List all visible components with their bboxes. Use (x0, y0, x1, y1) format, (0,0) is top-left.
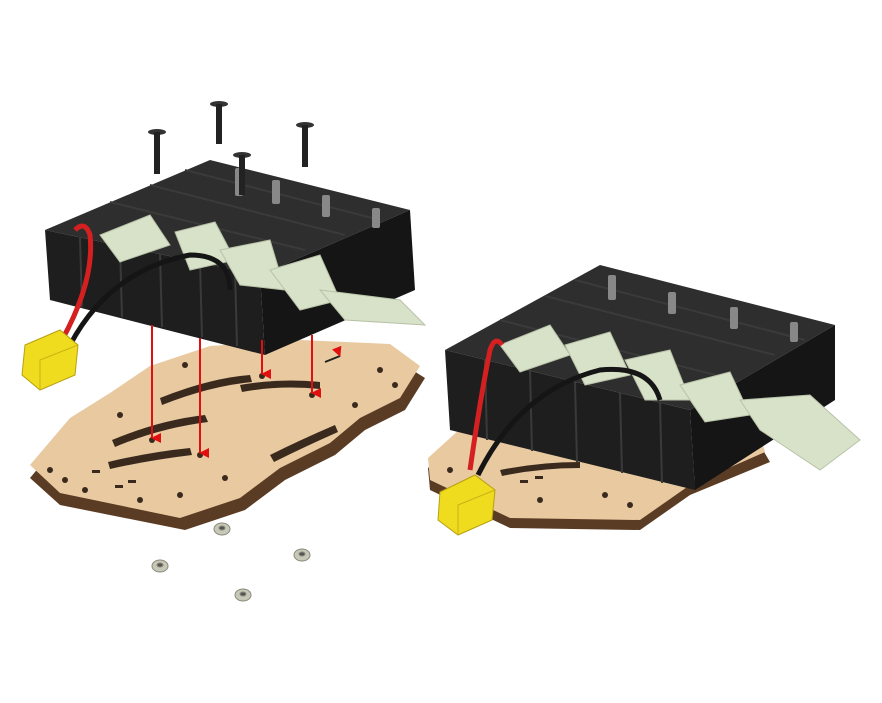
ribbon-strips (99, 214, 427, 326)
screw-icon (296, 122, 314, 167)
nut-icon (234, 588, 252, 602)
nuts (151, 522, 311, 602)
assembled-view (428, 265, 861, 536)
insertion-arrows (151, 325, 321, 458)
screw-icon (210, 101, 228, 144)
wooden-base-plate (30, 340, 425, 530)
exploded-view (21, 101, 427, 602)
screw-icon (148, 129, 166, 174)
nut-icon (151, 559, 169, 573)
nut-icon (213, 522, 231, 536)
battery-holder (45, 160, 427, 355)
nut-icon (293, 548, 311, 562)
xt60-connector (21, 223, 233, 391)
screws (148, 101, 314, 195)
direction-arrow-icon (324, 345, 342, 363)
ribbon-strips (499, 324, 861, 471)
screw-icon (233, 152, 251, 195)
battery-holder (445, 265, 861, 490)
xt60-connector (437, 338, 663, 536)
